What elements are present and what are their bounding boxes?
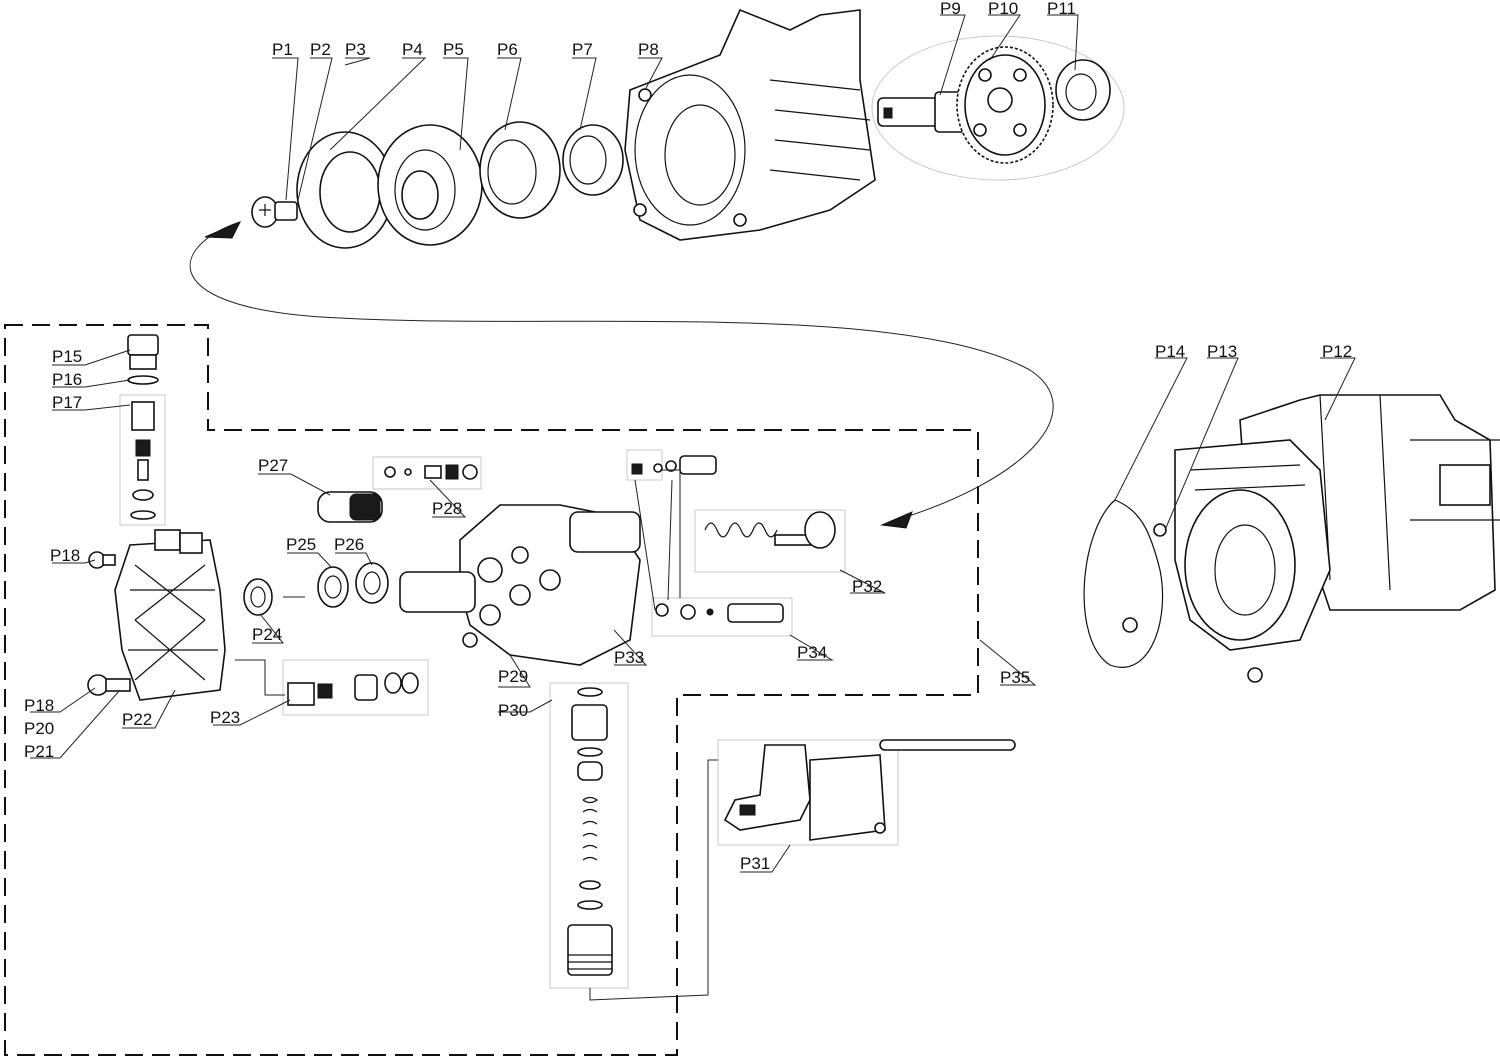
part-p28-connector — [372, 456, 482, 490]
part-p33-valve — [631, 455, 717, 475]
label-p10: P10 — [988, 0, 1018, 18]
part-p22-manifold — [114, 529, 226, 701]
label-p4: P4 — [402, 40, 423, 59]
part-p10-gear — [956, 46, 1054, 164]
label-p20: P20 — [24, 719, 54, 738]
label-p14: P14 — [1155, 342, 1185, 361]
part-p14-gasket — [1083, 499, 1164, 668]
label-p30: P30 — [498, 701, 528, 720]
part-p23-valve — [287, 672, 419, 706]
part-p11-bearing — [1055, 59, 1111, 121]
label-p31: P31 — [740, 854, 770, 873]
label-p21: P21 — [24, 742, 54, 761]
group-p30-box — [549, 682, 629, 989]
part-p15-plug — [127, 334, 159, 370]
callout-labels: P1 P2 P3 P4 P5 P6 P7 P8 P9 P10 P11 P12 P… — [24, 0, 1352, 873]
group-p34-box — [651, 597, 793, 637]
label-p24: P24 — [252, 625, 282, 644]
part-p24-seal — [243, 578, 273, 616]
part-p8-gear-case — [624, 8, 876, 241]
part-p34-valve — [655, 603, 784, 623]
group-p17-box — [119, 394, 166, 526]
part-p16-oring — [127, 375, 159, 385]
p30-p31-connector-line — [589, 759, 718, 1001]
label-p12: P12 — [1322, 342, 1352, 361]
label-p26: P26 — [334, 535, 364, 554]
label-p5: P5 — [443, 40, 464, 59]
group-p31-box — [717, 739, 899, 846]
leader-lines — [30, 14, 1356, 873]
group-p32-box — [694, 509, 846, 573]
assembly-flow-curve — [189, 221, 1054, 523]
part-p5-bearing-housing — [377, 124, 483, 246]
group-p23-box — [282, 659, 429, 716]
label-p34: P34 — [797, 643, 827, 662]
part-p9-shaft — [877, 91, 966, 133]
label-p22: P22 — [122, 710, 152, 729]
label-p35: P35 — [1000, 668, 1030, 687]
label-p1: P1 — [272, 40, 293, 59]
label-p32: P32 — [852, 577, 882, 596]
part-p18-bolt-top — [88, 551, 116, 569]
label-p29: P29 — [498, 667, 528, 686]
part-p13-flange — [1122, 439, 1331, 683]
part-p32-spring — [704, 511, 836, 549]
label-p28: P28 — [432, 499, 462, 518]
part-p29-pump-head — [399, 504, 641, 666]
label-p18-bottom: P18 — [24, 696, 54, 715]
label-p8: P8 — [638, 40, 659, 59]
label-p13: P13 — [1207, 342, 1237, 361]
part-p30-unloader — [567, 687, 613, 976]
group-p9-p11-outline — [871, 35, 1125, 181]
part-p1-screw — [251, 196, 298, 228]
label-p11: P11 — [1047, 0, 1076, 18]
part-p25-seal — [317, 566, 349, 608]
label-p18-top: P18 — [50, 546, 80, 565]
label-p25: P25 — [286, 535, 316, 554]
label-p27: P27 — [258, 456, 288, 475]
label-p6: P6 — [497, 40, 518, 59]
part-p7-oil-seal — [562, 124, 624, 196]
label-p2: P2 — [310, 40, 331, 59]
label-p23: P23 — [210, 708, 240, 727]
label-p17: P17 — [52, 393, 82, 412]
label-p33: P33 — [614, 648, 644, 667]
label-p7: P7 — [572, 40, 593, 59]
arrow-head-right — [880, 511, 913, 529]
part-p31-pressure-switch — [723, 739, 1016, 841]
label-p15: P15 — [52, 347, 82, 366]
part-p27-filter — [317, 491, 383, 523]
part-p18-bolt-bottom — [87, 674, 131, 696]
label-p16: P16 — [52, 370, 82, 389]
part-p6-bearing — [479, 121, 561, 219]
arrow-head-top — [204, 221, 242, 239]
part-p17-valve — [130, 401, 156, 520]
label-p9: P9 — [940, 0, 961, 18]
group-p33-box — [626, 449, 663, 481]
label-p3: P3 — [345, 40, 366, 59]
part-p26-seal — [355, 562, 389, 604]
